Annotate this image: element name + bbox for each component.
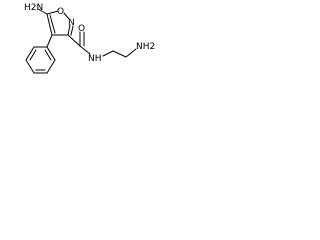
bond-carbonyl-nh (79, 45, 91, 55)
bond-ph3-ph4 (25, 59, 35, 74)
bond-c5-nh2 (37, 8, 48, 15)
bond-c4-phenyl (46, 34, 53, 48)
amino-label-left: H2N (24, 3, 43, 13)
bond-ch2-nh2 (125, 48, 137, 58)
chemical-structure-diagram: H2N O N O NH NH2 (24, 3, 155, 74)
bond-nh-ch2 (102, 50, 114, 57)
bond-phenyl-inner-3 (44, 49, 52, 61)
ring-oxygen-label: O (57, 7, 64, 17)
bond-c4-c5 (46, 13, 53, 36)
bond-ch2-ch2 (112, 50, 127, 58)
carbonyl-oxygen-label: O (78, 24, 85, 34)
bond-o1-n2 (63, 12, 70, 20)
amino-label-right: NH2 (136, 42, 155, 52)
bond-ph6-ph1 (46, 46, 56, 61)
bond-ph2-ph3 (25, 46, 35, 61)
bond-ph5-ph6 (46, 59, 56, 74)
bond-n2-c3-double (70, 25, 74, 36)
bond-c4-c5-double (49, 14, 56, 34)
bond-c3-carbonyl (67, 34, 81, 47)
amide-nh-label: NH (88, 54, 102, 64)
ring-nitrogen-label: N (68, 18, 75, 28)
bond-c5-o1 (46, 10, 59, 15)
bond-phenyl-inner-1 (29, 49, 37, 61)
bond-n2-c3 (67, 24, 71, 36)
